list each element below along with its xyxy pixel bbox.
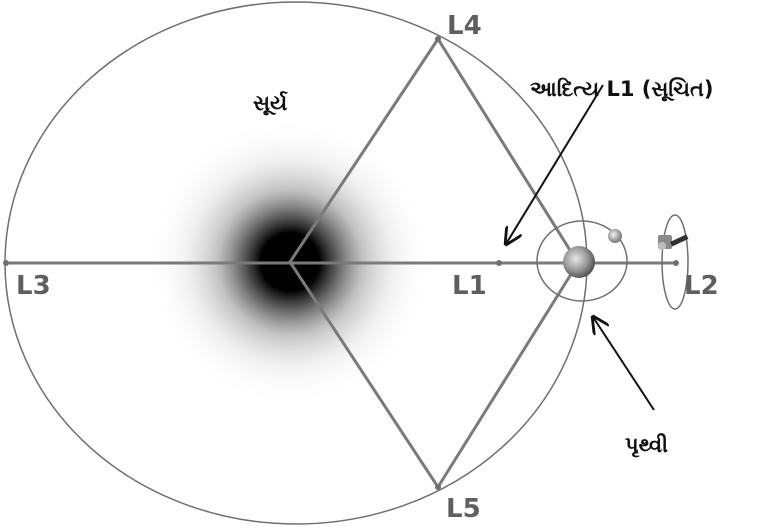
l2-halo-orbit: [661, 214, 689, 310]
sun-l4-line: [288, 37, 440, 264]
l3-label: L3: [16, 271, 51, 301]
l1-label: L1: [452, 271, 487, 301]
sun-l5-line: [288, 260, 440, 489]
l3-dot: [3, 260, 9, 266]
sun-label: સૂર્ય: [253, 91, 288, 116]
earth-label: પૃથ્વી: [625, 433, 668, 458]
l4-label: L4: [447, 11, 482, 41]
moon-icon: [608, 229, 622, 243]
l5-label: L5: [446, 494, 481, 524]
earth-icon: [563, 246, 595, 278]
earth-arrow: [593, 317, 655, 411]
l2-label: L2: [684, 271, 719, 301]
l4-earth-line: [436, 37, 580, 265]
aditya-label: આદિત્ય L1 (સૂચિત): [530, 77, 713, 102]
l1-dot: [496, 260, 502, 266]
aditya-arrow: [506, 84, 604, 244]
l5-dot: [435, 484, 441, 490]
l2-dot: [673, 260, 679, 266]
l5-earth-line: [436, 261, 580, 489]
spacecraft-icon: [658, 234, 689, 250]
l4-dot: [435, 36, 441, 42]
moon-orbit: [536, 220, 628, 302]
